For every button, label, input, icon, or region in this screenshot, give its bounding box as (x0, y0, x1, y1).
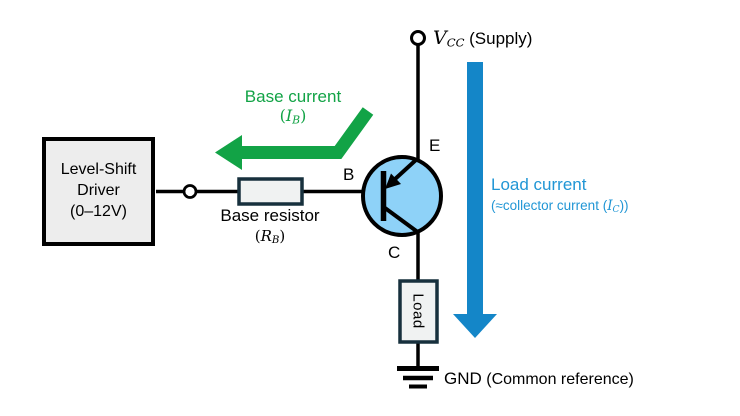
gnd-sublabel-text: (Common reference) (486, 371, 634, 388)
rb-symbol: R (260, 227, 272, 246)
base-current-arrowhead (215, 135, 242, 170)
driver-output-terminal (182, 184, 198, 199)
transistor-emitter-line (392, 157, 419, 182)
base-current-symbol-line: (IB) (279, 106, 307, 127)
base-current-arrow-shaft (240, 107, 374, 159)
ib-symbol: I (285, 106, 293, 126)
load-current-arrowhead (453, 314, 497, 338)
gnd-label-text: GND (444, 369, 482, 388)
vcc-subscript: CC (446, 35, 465, 50)
base-pin-label: B (343, 165, 355, 184)
base-resistor-body (237, 177, 304, 206)
load-body (398, 279, 439, 344)
base-resistor-symbol-line: (RB) (254, 227, 286, 247)
rb-subscript: B (271, 235, 280, 247)
load-current-title: Load current (491, 175, 587, 194)
driver-line3: (0–12V) (70, 202, 127, 220)
transistor-collector-line (383, 206, 421, 235)
ic-symbol: I (607, 198, 613, 215)
driver-line1: Level-Shift (60, 161, 137, 179)
transistor-body (361, 155, 443, 237)
base-resistor-caption: Base resistor (RB) (200, 206, 340, 248)
vcc-supply-text: (Supply) (469, 29, 533, 48)
collector-pin-label: C (388, 243, 401, 262)
load-current-caption: Load current (≈collector current (IC)) (491, 175, 629, 215)
driver-box-label: Level-Shift Driver (0–12V) (44, 139, 153, 244)
ic-subscript: C (612, 204, 620, 216)
base-current-caption: Base current (IB) (213, 87, 373, 127)
load-current-subtitle: (≈collector current (IC)) (491, 198, 629, 216)
load-current-arrow-shaft (467, 62, 483, 315)
emitter-pin-label: E (429, 136, 441, 155)
ib-subscript: B (292, 113, 301, 127)
transistor-emitter-arrow (385, 173, 401, 189)
driver-line2: Driver (77, 182, 120, 200)
driver-box (42, 137, 155, 246)
base-current-title: Base current (244, 87, 342, 106)
vcc-supply-label: VCC (Supply) (433, 27, 532, 50)
load-label: Load (409, 293, 427, 329)
gnd-caption: GND (Common reference) (444, 369, 634, 389)
vcc-symbol: V (433, 27, 447, 49)
vcc-terminal (410, 30, 426, 46)
base-resistor-title: Base resistor (220, 206, 320, 225)
